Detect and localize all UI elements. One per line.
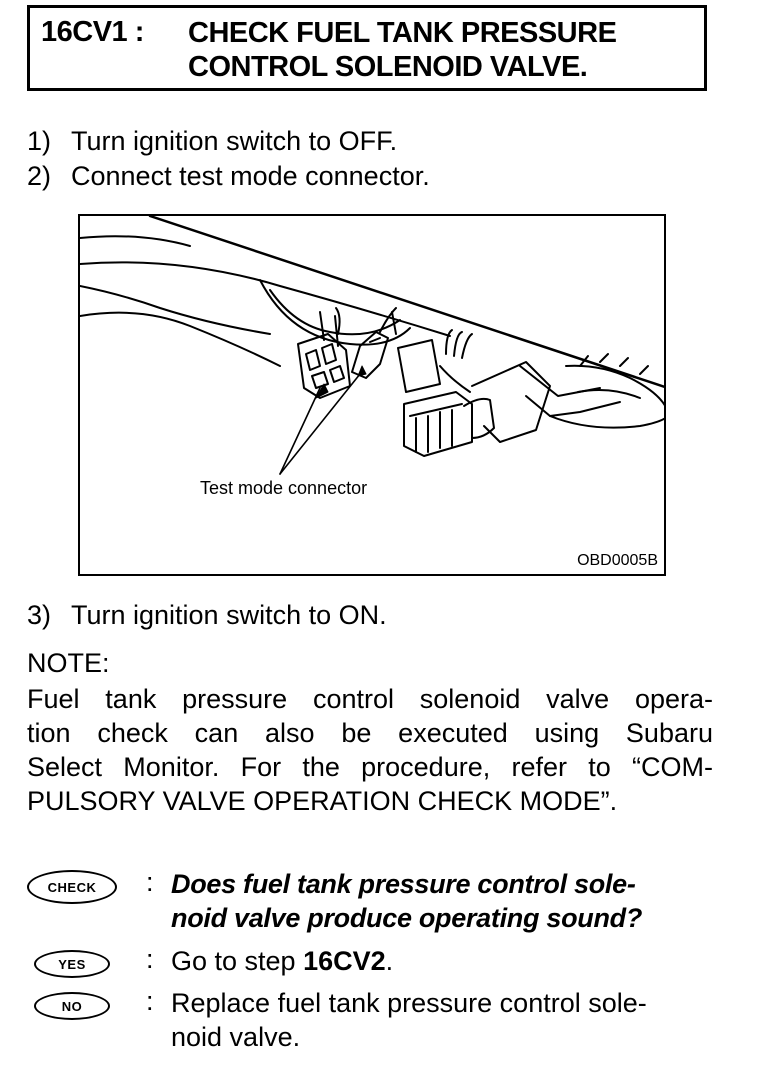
step-2: 2) Connect test mode connector. [27,161,430,192]
step-text: Turn ignition switch to ON. [71,600,387,630]
connector-illustration: Test mode connector OBD0005B [78,214,666,576]
check-question: Does fuel tank pressure control sole- no… [171,867,731,935]
no-answer-line-1: Replace fuel tank pressure control sole- [171,988,647,1018]
procedure-title: CHECK FUEL TANK PRESSURE CONTROL SOLENOI… [188,16,698,84]
step-text: Turn ignition switch to OFF. [71,126,398,156]
no-answer: Replace fuel tank pressure control sole-… [171,986,731,1054]
no-answer-line-2: noid valve. [171,1022,301,1052]
yes-answer-prefix: Go to step [171,946,304,976]
step-number: 2) [27,161,52,191]
step-text: Connect test mode connector. [71,161,430,191]
yes-colon: : [146,944,154,974]
step-1: 1) Turn ignition switch to OFF. [27,126,397,157]
procedure-title-line-2: CONTROL SOLENOID VALVE. [188,51,588,83]
yes-answer: Go to step 16CV2. [171,944,731,978]
figure-code: OBD0005B [577,552,658,569]
check-question-line-1: Does fuel tank pressure control sole- [171,869,636,899]
procedure-title-line-1: CHECK FUEL TANK PRESSURE [188,17,617,49]
check-question-line-2: noid valve produce operating sound? [171,903,643,933]
no-colon: : [146,986,154,1016]
step-number: 3) [27,600,52,630]
step-3: 3) Turn ignition switch to ON. [27,600,387,631]
check-colon: : [146,867,154,897]
note-body: Fuel tank pressure control solenoid valv… [27,682,713,818]
step-number: 1) [27,126,52,156]
note-heading: NOTE: [27,648,110,678]
note-line: Fuel tank pressure control solenoid valv… [27,684,713,714]
procedure-code: 16CV1 : [41,16,144,48]
no-badge: NO [34,992,110,1020]
yes-badge: YES [34,950,110,978]
yes-answer-suffix: . [385,946,394,976]
procedure-header: 16CV1 : CHECK FUEL TANK PRESSURE CONTROL… [27,5,707,91]
check-badge: CHECK [27,870,117,904]
connector-drawing [80,216,664,475]
figure-label: Test mode connector [200,478,368,498]
note-line: Select Monitor. For the procedure, refer… [27,752,713,782]
note-line: PULSORY VALVE OPERATION CHECK MODE”. [27,786,618,816]
note-line: tion check can also be executed using Su… [27,718,713,748]
yes-answer-step: 16CV2 [303,946,386,976]
